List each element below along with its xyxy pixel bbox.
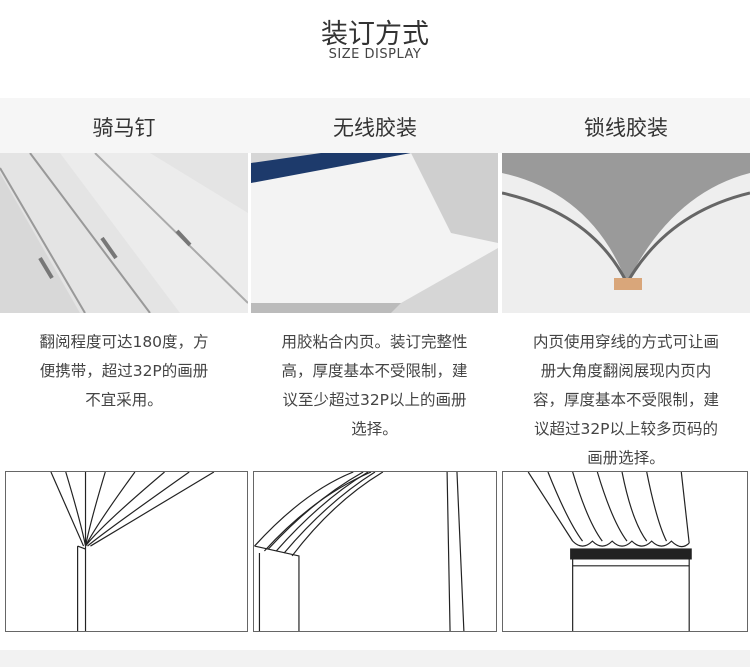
column-title: 锁线胶装 bbox=[584, 116, 668, 140]
thread-binding-photo bbox=[502, 153, 750, 313]
perfect-binding-diagram bbox=[253, 471, 497, 632]
desc-line: 内页使用穿线的方式可让画 bbox=[532, 333, 719, 351]
footer-band bbox=[0, 650, 750, 667]
saddle-stitch-photo bbox=[0, 153, 248, 313]
desc-line: 册大角度翻阅展现内页内 bbox=[540, 362, 712, 380]
desc-line: 便携带，超过32P的画册 bbox=[39, 362, 209, 380]
saddle-stitch-description: 翻阅程度可达180度，方 便携带，超过32P的画册 不宜采用。 bbox=[0, 328, 248, 415]
column-title: 骑马钉 bbox=[92, 116, 156, 140]
desc-line: 议超过32P以上较多页码的 bbox=[533, 420, 719, 438]
desc-line: 高，厚度基本不受限制，建 bbox=[281, 362, 468, 380]
perfect-binding-description: 用胶粘合内页。装订完整性 高，厚度基本不受限制，建 议至少超过32P以上的画册 … bbox=[251, 328, 498, 444]
desc-line: 用胶粘合内页。装订完整性 bbox=[281, 333, 468, 351]
saddle-stitch-diagram bbox=[5, 471, 248, 632]
desc-line: 翻阅程度可达180度，方 bbox=[39, 333, 209, 351]
perfect-binding-photo bbox=[251, 153, 498, 313]
header-band bbox=[0, 98, 750, 153]
desc-line: 画册选择。 bbox=[587, 449, 665, 467]
thread-binding-description: 内页使用穿线的方式可让画 册大角度翻阅展现内页内 容，厚度基本不受限制，建 议超… bbox=[502, 328, 750, 473]
desc-line: 选择。 bbox=[351, 420, 398, 438]
page-subtitle: SIZE DISPLAY bbox=[328, 47, 422, 62]
thread-binding-diagram bbox=[502, 471, 748, 632]
desc-line: 议至少超过32P以上的画册 bbox=[282, 391, 467, 409]
desc-line: 容，厚度基本不受限制，建 bbox=[532, 391, 719, 409]
column-title: 无线胶装 bbox=[333, 116, 417, 140]
page-title: 装订方式 bbox=[321, 19, 429, 50]
desc-line: 不宜采用。 bbox=[85, 391, 163, 409]
